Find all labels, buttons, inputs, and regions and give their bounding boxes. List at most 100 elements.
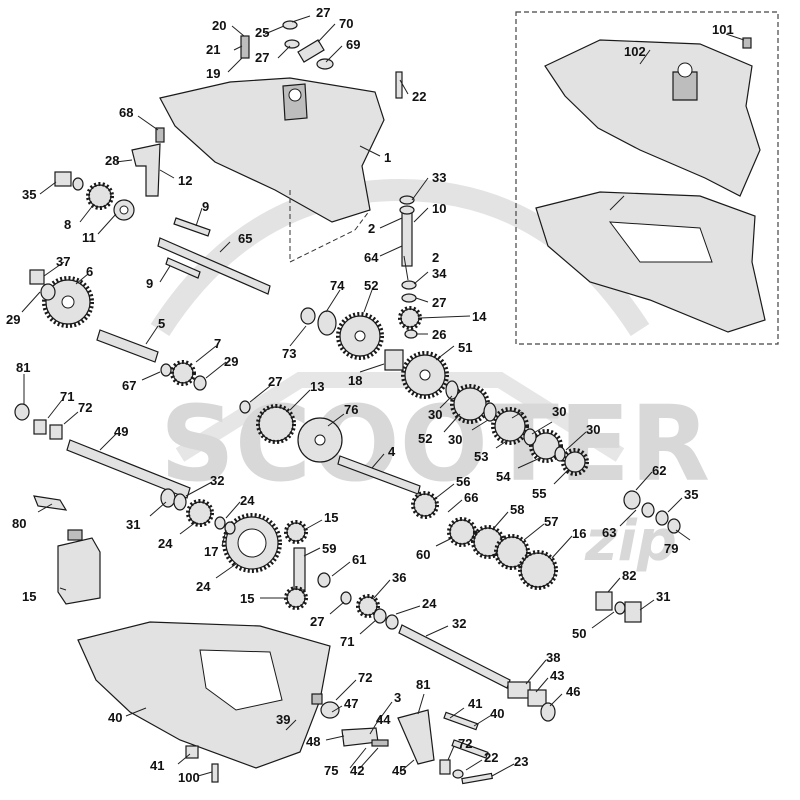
callout-18: 18: [348, 373, 362, 388]
callout-48: 72: [458, 736, 472, 751]
callout-24: 27: [310, 614, 324, 629]
upper-housing: [159, 77, 385, 263]
callout-73: 73: [282, 346, 296, 361]
callout-30: 30: [448, 432, 462, 447]
callout-72: 72: [78, 400, 92, 415]
gear-56-60-row: [411, 491, 558, 590]
callout-47: 41: [468, 696, 482, 711]
shaft-50: [398, 624, 511, 689]
callout-62: 62: [652, 463, 666, 478]
callout-71: 71: [60, 389, 74, 404]
callout-24: 24: [240, 493, 255, 508]
callout-22: 22: [412, 89, 426, 104]
upper-housing-vent: [677, 62, 693, 78]
pin-17: [293, 547, 306, 591]
callout-45: 22: [484, 750, 498, 765]
callout-23: 100: [178, 770, 200, 785]
callout-40: 39: [276, 712, 290, 727]
callout-52: 52: [418, 431, 432, 446]
housing-assembly-inset: [515, 11, 779, 345]
callout-30: 30: [552, 404, 566, 419]
callout-81: 46: [566, 684, 580, 699]
callout-71: 38: [546, 650, 560, 665]
callout-53: 53: [474, 449, 488, 464]
callout-12: 12: [178, 173, 192, 188]
vent-plug: [742, 37, 752, 49]
callout-42: 45: [392, 763, 406, 778]
callout-21: 21: [206, 42, 220, 57]
callout-68: 68: [119, 105, 133, 120]
callout-59: 57: [544, 514, 558, 529]
callout-27: 27: [316, 5, 330, 20]
callout-28: 28: [105, 153, 119, 168]
callout-40: 47: [344, 696, 358, 711]
callout-15: 15: [324, 510, 338, 525]
callout-1: 1: [384, 150, 391, 165]
callout-32: 32: [210, 473, 224, 488]
callout-7: 7: [214, 336, 221, 351]
leader-lines: [21, 15, 745, 777]
callout-38: 72: [358, 670, 372, 685]
callout-46: 3: [394, 690, 401, 705]
callout-4: 4: [388, 444, 396, 459]
lower-housing: [77, 621, 331, 769]
callout-70: 70: [339, 16, 353, 31]
callout-17: 59: [322, 541, 336, 556]
gear-76: [297, 417, 343, 463]
callout-35: 35: [684, 487, 698, 502]
watermark-text: SCOOTER: [160, 383, 710, 505]
callout-25: 25: [255, 25, 269, 40]
callout-79: 79: [664, 541, 678, 556]
gear-51: [401, 351, 449, 399]
ring-gear-16: [222, 513, 282, 573]
callout-66: 66: [464, 490, 478, 505]
callout-52: 52: [364, 278, 378, 293]
callout-33: 33: [432, 170, 446, 185]
callout-56: 56: [456, 474, 470, 489]
callout-6: 6: [86, 264, 93, 279]
callout-72: 43: [550, 668, 564, 683]
bevel-gear-13: [256, 404, 296, 444]
callout-55: 55: [532, 486, 546, 501]
callout-81: 81: [16, 360, 30, 375]
callout-30: 30: [586, 422, 600, 437]
callout-16: 24: [196, 579, 211, 594]
callout-20: 20: [212, 18, 226, 33]
callout-2: 2: [368, 221, 375, 236]
callout-69: 69: [346, 37, 360, 52]
callout-44: 40: [490, 706, 504, 721]
callout-51: 51: [458, 340, 472, 355]
gear-6: [42, 276, 94, 328]
callout-67: 67: [122, 378, 136, 393]
gear-52: [336, 312, 384, 360]
callout-15: 15: [240, 591, 254, 606]
callout-29: 29: [6, 312, 20, 327]
callout-75: 42: [350, 763, 364, 778]
callout-27: 27: [432, 295, 446, 310]
callout-27: 27: [255, 50, 269, 65]
callout-5: 5: [158, 316, 165, 331]
callout-54: 54: [496, 469, 511, 484]
callout-24: 61: [352, 552, 366, 567]
callout-63: 63: [602, 525, 616, 540]
callout-50: 32: [452, 616, 466, 631]
callout-37: 37: [56, 254, 70, 269]
callout-31: 31: [126, 517, 140, 532]
callout-64: 64: [364, 250, 379, 265]
callout-14: 14: [472, 309, 487, 324]
callout-65: 65: [238, 231, 252, 246]
callout-35: 35: [22, 187, 36, 202]
shaft-4: [337, 455, 421, 495]
oil-bottle-82: [57, 529, 101, 605]
shaft-65: [157, 237, 271, 295]
callout-3: 40: [108, 710, 122, 725]
callout-100: 102: [624, 44, 646, 59]
callout-57: 60: [416, 547, 430, 562]
callout-8: 8: [64, 217, 71, 232]
callout-labels: 20 25 27 70 21 27 69 19 22 68 28 12 1 35…: [6, 5, 734, 785]
gears: [42, 182, 589, 618]
callout-102: 101: [712, 22, 734, 37]
callout-41: 44: [376, 712, 391, 727]
callout-19: 19: [206, 66, 220, 81]
